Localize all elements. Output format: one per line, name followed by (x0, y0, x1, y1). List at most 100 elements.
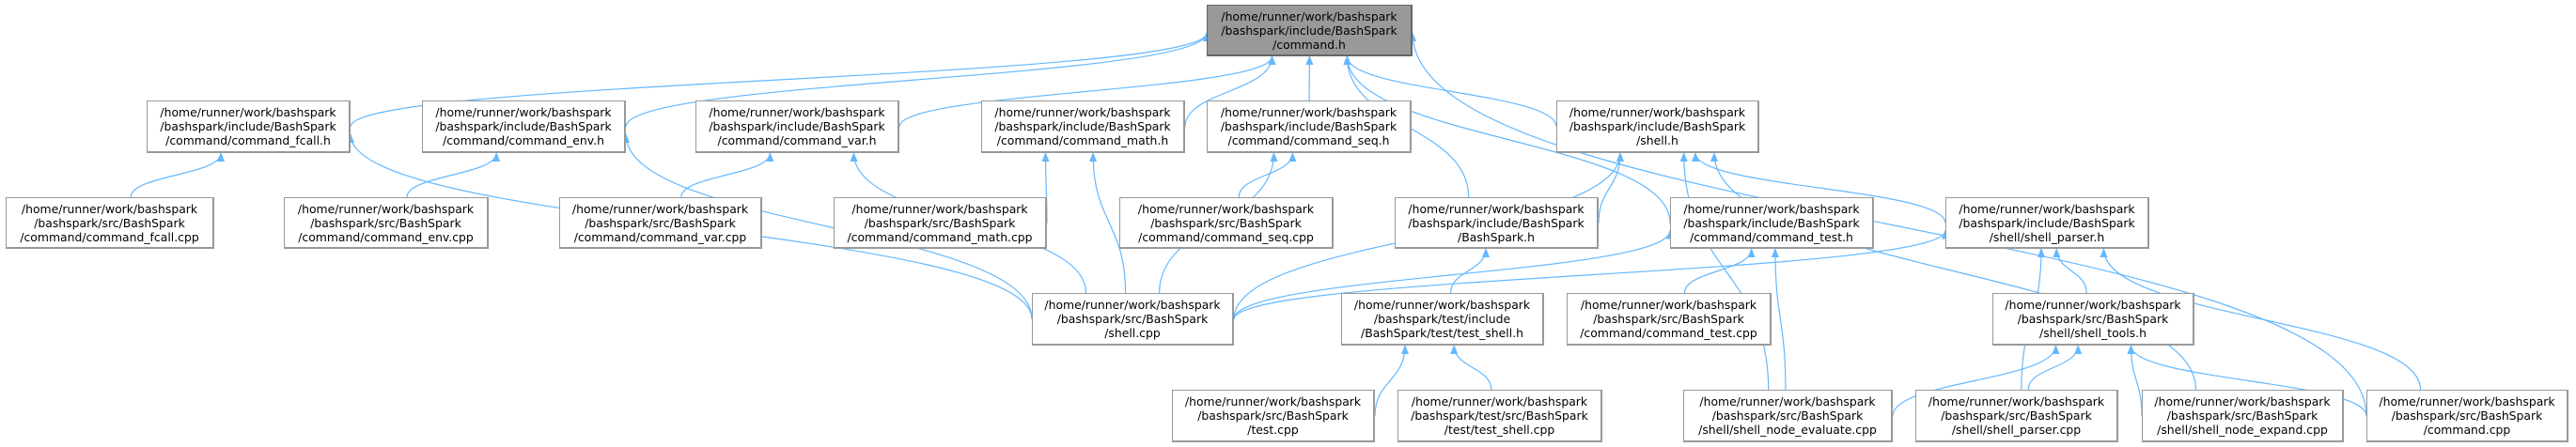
node-expand-cpp[interactable]: /home/runner/work/bashspark/bashspark/sr… (2142, 390, 2344, 442)
include-edge-parser-h-to-shell-h (1692, 152, 1946, 224)
node-var-cpp[interactable]: /home/runner/work/bashspark/bashspark/sr… (559, 197, 762, 249)
include-edge-shell-cpp-to-env-h (622, 133, 1033, 320)
node-parser-cpp[interactable]: /home/runner/work/bashspark/bashspark/sr… (1915, 390, 2118, 442)
node-label-line: /command/command_var.cpp (573, 229, 747, 244)
node-label-line: /bashspark/include/BashSpark (1569, 119, 1746, 133)
include-edge-seq-cpp-to-seq-h (1238, 152, 1297, 198)
node-label-line: /bashspark/include/BashSpark (1220, 119, 1397, 133)
node-command-cpp[interactable]: /home/runner/work/bashspark/bashspark/sr… (2366, 390, 2568, 442)
node-label-line: /bashspark/src/BashSpark (1150, 215, 1302, 230)
node-label-line: /bashspark/include/BashSpark (435, 119, 612, 133)
node-var-h[interactable]: /home/runner/work/bashspark/bashspark/in… (695, 100, 899, 153)
node-cmdtest-cpp[interactable]: /home/runner/work/bashspark/bashspark/sr… (1567, 293, 1772, 346)
include-edge-shell-cpp-to-cmdtest-h (1233, 229, 1674, 320)
node-label-line: /BashSpark/test/test_shell.h (1361, 326, 1523, 340)
include-edge-var-cpp-to-var-h (680, 152, 774, 198)
node-parser-h[interactable]: /home/runner/work/bashspark/bashspark/in… (1945, 197, 2149, 249)
node-label-line: /home/runner/work/bashspark (1184, 394, 1362, 408)
include-edge-testshell-cpp-to-testshell-h (1450, 345, 1492, 391)
node-fcall-cpp[interactable]: /home/runner/work/bashspark/bashspark/sr… (6, 197, 214, 249)
node-label-line: /command/command_fcall.h (165, 133, 331, 147)
node-label-line: /home/runner/work/bashspark (1683, 201, 1860, 216)
include-edge-shell-cpp-to-math-h (1089, 152, 1127, 294)
node-label-line: /shell.cpp (1104, 326, 1161, 340)
node-math-h[interactable]: /home/runner/work/bashspark/bashspark/in… (981, 100, 1185, 153)
node-shell-cpp[interactable]: /home/runner/work/bashspark/bashspark/sr… (1032, 293, 1234, 346)
node-label-line: /home/runner/work/bashspark (1220, 105, 1397, 119)
node-seq-h[interactable]: /home/runner/work/bashspark/bashspark/in… (1207, 100, 1412, 153)
node-env-h[interactable]: /home/runner/work/bashspark/bashspark/in… (422, 100, 626, 153)
node-label-line: /bashspark/include/BashSpark (1683, 215, 1860, 230)
node-label-line: /shell/shell_node_expand.cpp (2157, 423, 2328, 437)
node-label-line: /bashspark/src/BashSpark (2017, 312, 2169, 326)
node-label-line: /command/command_test.h (1690, 229, 1853, 244)
node-fcall-h[interactable]: /home/runner/work/bashspark/bashspark/in… (147, 100, 351, 153)
node-label-line: /home/runner/work/bashspark (1699, 394, 1876, 408)
node-label-line: /home/runner/work/bashspark (2005, 298, 2181, 312)
include-edge-command-cpp-to-tools-h (2127, 345, 2367, 417)
include-edge-parser-cpp-to-tools-h (2027, 345, 2083, 391)
node-label-line: /bashspark/include/BashSpark (1408, 215, 1585, 230)
node-label-line: /home/runner/work/bashspark (1044, 298, 1221, 312)
include-edge-command-cpp-to-parser-h (2100, 248, 2422, 391)
node-label-line: /command/command_test.cpp (1580, 326, 1757, 340)
node-label-line: /bashspark/src/BashSpark (864, 215, 1016, 230)
include-edge-fcall-cpp-to-fcall-h (130, 152, 225, 198)
include-edge-env-cpp-to-env-h (406, 152, 501, 198)
node-test-cpp[interactable]: /home/runner/work/bashspark/bashspark/sr… (1172, 390, 1375, 442)
node-label-line: /home/runner/work/bashspark (21, 201, 198, 216)
include-edge-tools-h-to-parser-h (2053, 248, 2087, 294)
node-label-line: /test.cpp (1247, 423, 1299, 437)
node-label-line: /home/runner/work/bashspark (1569, 105, 1746, 119)
node-label-line: /shell/shell_parser.h (1989, 229, 2105, 244)
node-label-line: /home/runner/work/bashspark (709, 105, 885, 119)
node-label-line: /bashspark/test/include (1373, 312, 1511, 326)
node-label-line: /bashspark/src/BashSpark (2166, 408, 2318, 423)
include-edge-bashspark-h-to-shell-h (1598, 152, 1624, 224)
node-label-line: /command/command_seq.h (1227, 133, 1390, 147)
include-edge-shell-h-to-root (1343, 55, 1557, 128)
node-label-line: /command/command_math.cpp (847, 229, 1033, 244)
node-eval-cpp[interactable]: /home/runner/work/bashspark/bashspark/sr… (1683, 390, 1893, 442)
include-edge-shell-cpp-to-parser-h (1233, 229, 1949, 320)
node-label-line: /home/runner/work/bashspark (1411, 394, 1588, 408)
include-edge-test-cpp-to-testshell-h (1374, 345, 1409, 417)
node-label-line: /shell.h (1636, 133, 1678, 147)
include-edge-cmdtest-h-to-root (1343, 55, 1671, 224)
include-edge-eval-cpp-to-cmdtest-h (1771, 248, 1787, 391)
node-env-cpp[interactable]: /home/runner/work/bashspark/bashspark/sr… (284, 197, 489, 249)
node-label-line: /bashspark/src/BashSpark (2391, 408, 2543, 423)
include-edge-math-h-to-root (1184, 55, 1276, 128)
node-label-line: /bashspark/src/BashSpark (585, 215, 736, 230)
node-label-line: /bashspark/test/src/BashSpark (1411, 408, 1588, 423)
node-label-line: /bashspark/include/BashSpark (994, 119, 1171, 133)
include-edge-expand-cpp-to-tools-h (2127, 345, 2143, 417)
node-label-line: /command/command_env.cpp (298, 229, 474, 244)
node-label-line: /bashspark/src/BashSpark (1941, 408, 2092, 423)
include-edge-eval-cpp-to-shell-h (1679, 152, 1770, 391)
node-label-line: /home/runner/work/bashspark (1137, 201, 1315, 216)
node-label-line: /home/runner/work/bashspark (1928, 394, 2105, 408)
node-seq-cpp[interactable]: /home/runner/work/bashspark/bashspark/sr… (1119, 197, 1334, 249)
node-label-line: /home/runner/work/bashspark (1959, 201, 2135, 216)
include-edge-expand-cpp-to-shell-h (1710, 152, 2197, 391)
node-label-line: /bashspark/src/BashSpark (1593, 312, 1744, 326)
node-label-line: /command.h (1272, 37, 1346, 52)
node-shell-h[interactable]: /home/runner/work/bashspark/bashspark/in… (1556, 100, 1759, 153)
node-label-line: /shell/shell_tools.h (2039, 326, 2147, 340)
node-label-line: /BashSpark.h (1458, 229, 1535, 244)
node-label-line: /bashspark/src/BashSpark (1056, 312, 1209, 326)
node-testshell-cpp[interactable]: /home/runner/work/bashspark/bashspark/te… (1397, 390, 1602, 442)
include-edge-testshell-h-to-bashspark-h (1450, 248, 1490, 294)
node-label-line: /home/runner/work/bashspark (1408, 201, 1585, 216)
include-edge-eval-cpp-to-tools-h (1892, 345, 2060, 417)
node-math-cpp[interactable]: /home/runner/work/bashspark/bashspark/sr… (834, 197, 1047, 249)
node-cmdtest-h[interactable]: /home/runner/work/bashspark/bashspark/in… (1670, 197, 1874, 249)
node-tools-h[interactable]: /home/runner/work/bashspark/bashspark/sr… (1992, 293, 2194, 346)
node-testshell-h[interactable]: /home/runner/work/bashspark/bashspark/te… (1341, 293, 1544, 346)
node-label-line: /home/runner/work/bashspark (435, 105, 612, 119)
node-bashspark-h[interactable]: /home/runner/work/bashspark/bashspark/in… (1395, 197, 1599, 249)
node-label-line: /bashspark/include/BashSpark (160, 119, 336, 133)
